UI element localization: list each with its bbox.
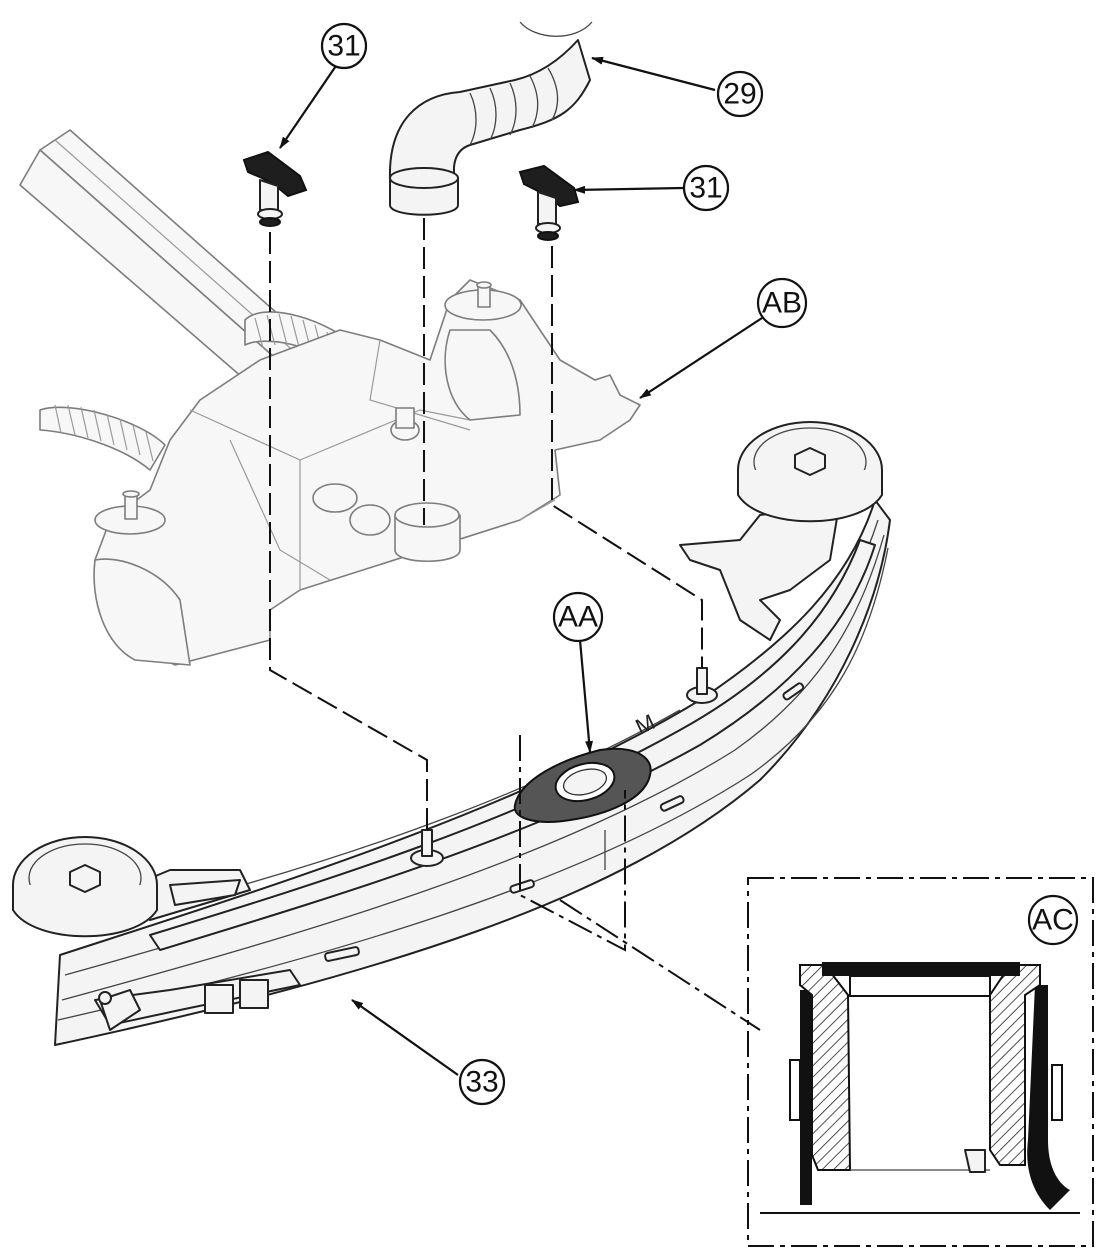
- callout-aa: AA: [552, 591, 604, 643]
- callout-33: 33: [458, 1058, 506, 1106]
- tension-spring-left: [39, 404, 166, 471]
- hose-port: [394, 502, 461, 563]
- callout-ab-label: AB: [762, 287, 802, 320]
- callout-31-left: 31: [320, 22, 368, 70]
- callout-31-right: 31: [682, 164, 730, 212]
- leader-arrows: [279, 56, 763, 1076]
- detail-view-ac: [747, 877, 1094, 1247]
- callout-29-label: 29: [723, 78, 756, 111]
- pivot-knobs: [312, 407, 420, 536]
- wing-knob-right: [518, 164, 580, 241]
- star-knob-left: [94, 490, 166, 535]
- callout-29: 29: [716, 70, 764, 118]
- left-wheel: [12, 836, 158, 938]
- callout-aa-label: AA: [558, 601, 598, 634]
- star-knob-right: [444, 281, 522, 421]
- squeegee-assembly: M: [12, 421, 891, 1046]
- wing-knob-left: [242, 150, 308, 227]
- squeegee-latch: [94, 969, 301, 1031]
- callout-ab: AB: [756, 277, 808, 329]
- callout-31-right-label: 31: [689, 172, 722, 205]
- callout-ac-label: AC: [1032, 904, 1074, 937]
- callout-31-left-label: 31: [327, 30, 360, 63]
- callout-33-label: 33: [465, 1066, 498, 1099]
- callout-ac: AC: [1027, 894, 1079, 946]
- mounting-pin-right: [686, 667, 718, 704]
- alignment-lines: [269, 218, 761, 1031]
- vacuum-hose: [388, 21, 593, 216]
- squeegee-mount-bracket-assembly: [19, 129, 641, 666]
- right-wheel: [737, 421, 883, 523]
- gasket-aa: [513, 747, 652, 823]
